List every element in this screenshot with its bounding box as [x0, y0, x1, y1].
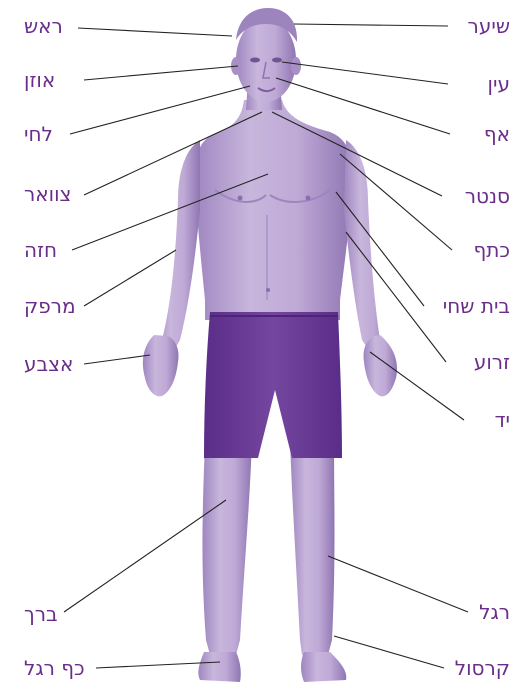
head	[231, 8, 301, 110]
label-ankle: קרסול	[455, 656, 510, 680]
label-foot-sole: כף רגל	[24, 656, 85, 680]
leader-eye	[282, 62, 448, 84]
leader-knee	[64, 500, 226, 612]
label-nose: אף	[484, 122, 510, 146]
label-ear: אוזן	[24, 68, 55, 92]
label-chin: סנטר	[465, 184, 510, 208]
shorts	[204, 312, 342, 458]
legs	[198, 440, 346, 682]
label-leg: רגל	[479, 600, 510, 624]
label-hand: יד	[495, 408, 510, 432]
leader-head	[78, 28, 232, 36]
label-chest: חזה	[24, 238, 57, 262]
leader-finger	[84, 355, 150, 364]
label-hair: שיער	[468, 14, 510, 38]
leader-elbow	[84, 250, 176, 306]
leader-ankle	[334, 636, 444, 668]
leader-ear	[84, 66, 238, 80]
label-armpit: בית שחי	[443, 294, 510, 318]
label-neck: צוואר	[24, 182, 71, 206]
label-elbow: מרפק	[24, 294, 76, 318]
label-finger: אצבע	[24, 352, 73, 376]
label-eye: עין	[488, 72, 510, 96]
label-knee: ברך	[24, 602, 58, 626]
leader-leg	[328, 556, 468, 612]
label-cheek: לחי	[24, 122, 53, 146]
label-arm: זרוע	[474, 350, 510, 374]
leader-hair	[294, 24, 448, 26]
label-head: ראש	[24, 14, 63, 38]
leader-cheek	[70, 86, 250, 134]
torso	[195, 100, 352, 320]
label-shoulder: כתף	[473, 238, 510, 262]
